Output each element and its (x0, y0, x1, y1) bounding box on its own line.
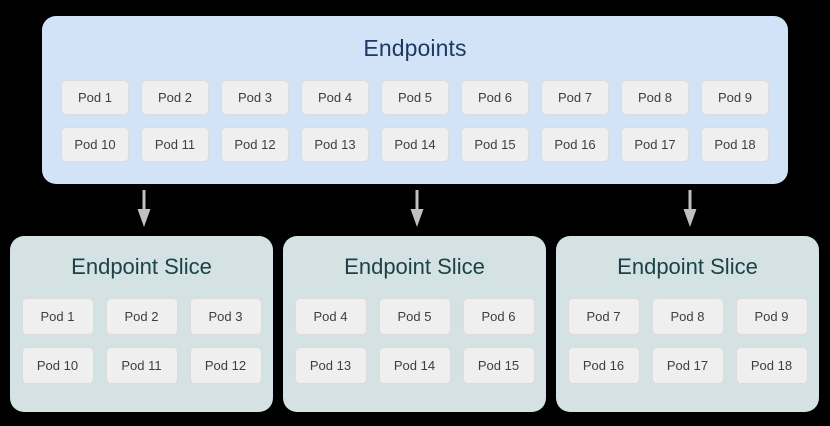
endpoints-pod-row: Pod 1 Pod 2 Pod 3 Pod 4 Pod 5 Pod 6 Pod … (42, 80, 788, 115)
pod-chip[interactable]: Pod 2 (105, 298, 178, 335)
pod-chip[interactable]: Pod 12 (221, 127, 289, 162)
pod-chip[interactable]: Pod 15 (462, 347, 535, 384)
arrow-down-icon (410, 190, 424, 227)
pod-chip[interactable]: Pod 9 (735, 298, 808, 335)
pod-chip[interactable]: Pod 1 (21, 298, 94, 335)
arrow-down-icon (137, 190, 151, 227)
endpoint-slice-pod-row: Pod 10 Pod 11 Pod 12 (10, 347, 273, 384)
pod-chip[interactable]: Pod 8 (651, 298, 724, 335)
pod-chip[interactable]: Pod 11 (141, 127, 209, 162)
pod-chip[interactable]: Pod 17 (621, 127, 689, 162)
arrow-down-icon (683, 190, 697, 227)
endpoint-slice-title: Endpoint Slice (344, 254, 485, 279)
endpoints-pod-row: Pod 10 Pod 11 Pod 12 Pod 13 Pod 14 Pod 1… (42, 127, 788, 162)
pod-chip[interactable]: Pod 3 (221, 80, 289, 115)
pod-chip[interactable]: Pod 9 (701, 80, 769, 115)
pod-chip[interactable]: Pod 4 (294, 298, 367, 335)
pod-chip[interactable]: Pod 12 (189, 347, 262, 384)
pod-chip[interactable]: Pod 15 (461, 127, 529, 162)
pod-chip[interactable]: Pod 10 (21, 347, 94, 384)
pod-chip[interactable]: Pod 16 (541, 127, 609, 162)
endpoint-slice-panel: Endpoint Slice Pod 7 Pod 8 Pod 9 Pod 16 … (556, 236, 819, 412)
pod-chip[interactable]: Pod 13 (294, 347, 367, 384)
endpoint-slice-title: Endpoint Slice (617, 254, 758, 279)
pod-chip[interactable]: Pod 1 (61, 80, 129, 115)
pod-chip[interactable]: Pod 3 (189, 298, 262, 335)
endpoint-slice-panel: Endpoint Slice Pod 1 Pod 2 Pod 3 Pod 10 … (10, 236, 273, 412)
pod-chip[interactable]: Pod 17 (651, 347, 724, 384)
pod-chip[interactable]: Pod 14 (378, 347, 451, 384)
endpoint-slice-pod-row: Pod 13 Pod 14 Pod 15 (283, 347, 546, 384)
pod-chip[interactable]: Pod 5 (381, 80, 449, 115)
pod-chip[interactable]: Pod 7 (541, 80, 609, 115)
pod-chip[interactable]: Pod 8 (621, 80, 689, 115)
pod-chip[interactable]: Pod 11 (105, 347, 178, 384)
pod-chip[interactable]: Pod 18 (701, 127, 769, 162)
pod-chip[interactable]: Pod 4 (301, 80, 369, 115)
pod-chip[interactable]: Pod 6 (462, 298, 535, 335)
pod-chip[interactable]: Pod 13 (301, 127, 369, 162)
pod-chip[interactable]: Pod 18 (735, 347, 808, 384)
pod-chip[interactable]: Pod 10 (61, 127, 129, 162)
endpoints-title: Endpoints (363, 35, 467, 61)
endpoint-slice-pod-row: Pod 4 Pod 5 Pod 6 (283, 298, 546, 335)
pod-chip[interactable]: Pod 16 (567, 347, 640, 384)
endpoint-slice-pod-row: Pod 16 Pod 17 Pod 18 (556, 347, 819, 384)
pod-chip[interactable]: Pod 5 (378, 298, 451, 335)
endpoints-panel: Endpoints Pod 1 Pod 2 Pod 3 Pod 4 Pod 5 … (42, 16, 788, 184)
pod-chip[interactable]: Pod 14 (381, 127, 449, 162)
endpoint-slice-pod-row: Pod 7 Pod 8 Pod 9 (556, 298, 819, 335)
pod-chip[interactable]: Pod 2 (141, 80, 209, 115)
pod-chip[interactable]: Pod 6 (461, 80, 529, 115)
pod-chip[interactable]: Pod 7 (567, 298, 640, 335)
endpoint-slice-panel: Endpoint Slice Pod 4 Pod 5 Pod 6 Pod 13 … (283, 236, 546, 412)
endpoint-slice-pod-row: Pod 1 Pod 2 Pod 3 (10, 298, 273, 335)
endpoint-slice-title: Endpoint Slice (71, 254, 212, 279)
